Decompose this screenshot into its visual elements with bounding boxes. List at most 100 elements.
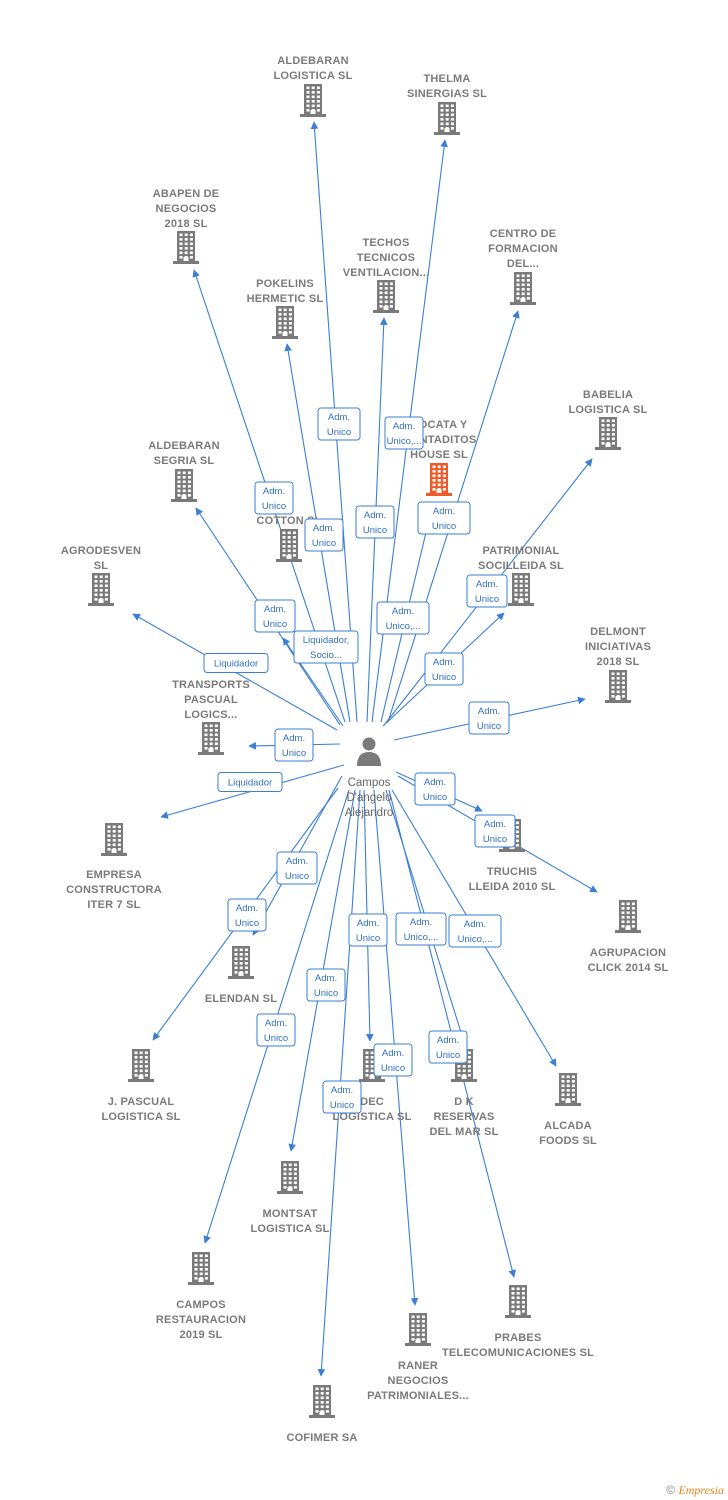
role-label-jpascual[interactable]: Adm.Unico <box>227 898 267 932</box>
company-name-line: TRUCHIS <box>487 866 537 878</box>
role-label-text: Adm.Unico <box>235 903 259 929</box>
company-node-cofimer[interactable]: COFIMER SA <box>286 1385 357 1444</box>
role-label-line: Unico <box>314 988 338 999</box>
role-label-line: Adm. <box>283 733 305 744</box>
role-label-truchis[interactable]: Adm.Unico <box>414 772 456 806</box>
role-label-abapen[interactable]: Adm.Unico <box>254 481 294 515</box>
role-label-pokelins[interactable]: Adm.Unico <box>304 518 344 552</box>
role-label-text: Adm.Unico <box>285 856 309 882</box>
role-label-raner[interactable]: Adm.Unico <box>373 1043 413 1077</box>
role-label-cotton[interactable]: Liquidador,Socio... <box>293 630 359 664</box>
role-label-delmont[interactable]: Adm.Unico <box>468 701 510 735</box>
role-label-box <box>348 913 388 947</box>
footer-brand: © Empresia <box>666 1483 724 1498</box>
role-label-line: Unico,... <box>404 932 439 943</box>
role-label-line: Unico <box>432 521 456 532</box>
role-label-text: Adm.Unico <box>330 1085 354 1111</box>
role-label-cofimer[interactable]: Adm.Unico <box>322 1080 362 1114</box>
role-label-alcada[interactable]: Adm.Unico,... <box>448 914 502 948</box>
company-name-line: DEL MAR SL <box>429 1126 498 1138</box>
company-name[interactable]: TRUCHIS LLEIDA 2010 SL <box>469 866 556 893</box>
role-label-elendan[interactable]: Adm.Unico <box>276 851 318 885</box>
role-label-line: Adm. <box>264 604 286 615</box>
role-label-box <box>254 481 294 515</box>
company-node-elendan[interactable]: ELENDAN SL <box>205 946 277 1005</box>
company-name-line: DEL... <box>507 258 539 270</box>
role-label-text: Adm.Unico <box>436 1035 460 1061</box>
role-label-dk[interactable]: Adm.Unico,... <box>395 912 447 946</box>
role-label-box <box>306 968 346 1002</box>
company-name-line: CAMPOS <box>176 1299 225 1311</box>
role-label-prabes[interactable]: Adm.Unico <box>428 1030 468 1064</box>
role-label-techos[interactable]: Adm.Unico <box>355 505 395 539</box>
role-label-aldebaran-logistica[interactable]: Adm.Unico <box>317 407 361 441</box>
role-label-campos-rest[interactable]: Adm.Unico <box>256 1013 296 1047</box>
company-name-line: LLEIDA 2010 SL <box>469 881 556 893</box>
company-name[interactable]: COFIMER SA <box>286 1432 357 1444</box>
role-label-centro[interactable]: Adm.Unico,... <box>376 601 430 635</box>
role-label-aldebaran-segria[interactable]: Adm.Unico <box>254 599 296 633</box>
role-label-line: Socio... <box>310 650 342 661</box>
role-label-agrodesven[interactable]: Liquidador <box>203 653 269 673</box>
role-label-bocata[interactable]: Adm.Unico <box>417 501 471 535</box>
role-label-agrupacion[interactable]: Adm.Unico <box>474 814 516 848</box>
role-label-empresa[interactable]: Liquidador <box>217 772 283 792</box>
company-name[interactable]: ELENDAN SL <box>205 993 277 1005</box>
role-label-babelia[interactable]: Adm.Unico <box>466 574 508 608</box>
building-icon <box>128 1049 154 1082</box>
role-label-thelma[interactable]: Adm.Unico,... <box>384 416 424 450</box>
role-label-patrimonial[interactable]: Adm.Unico <box>424 652 464 686</box>
building-icon <box>615 900 641 933</box>
role-label-montsat[interactable]: Adm.Unico <box>306 968 346 1002</box>
role-label-transports[interactable]: Adm.Unico <box>274 728 314 762</box>
role-label-dec[interactable]: Adm.Unico <box>348 913 388 947</box>
company-name-line: TELECOMUNICACIONES SL <box>442 1347 594 1359</box>
role-label-box <box>448 914 502 948</box>
